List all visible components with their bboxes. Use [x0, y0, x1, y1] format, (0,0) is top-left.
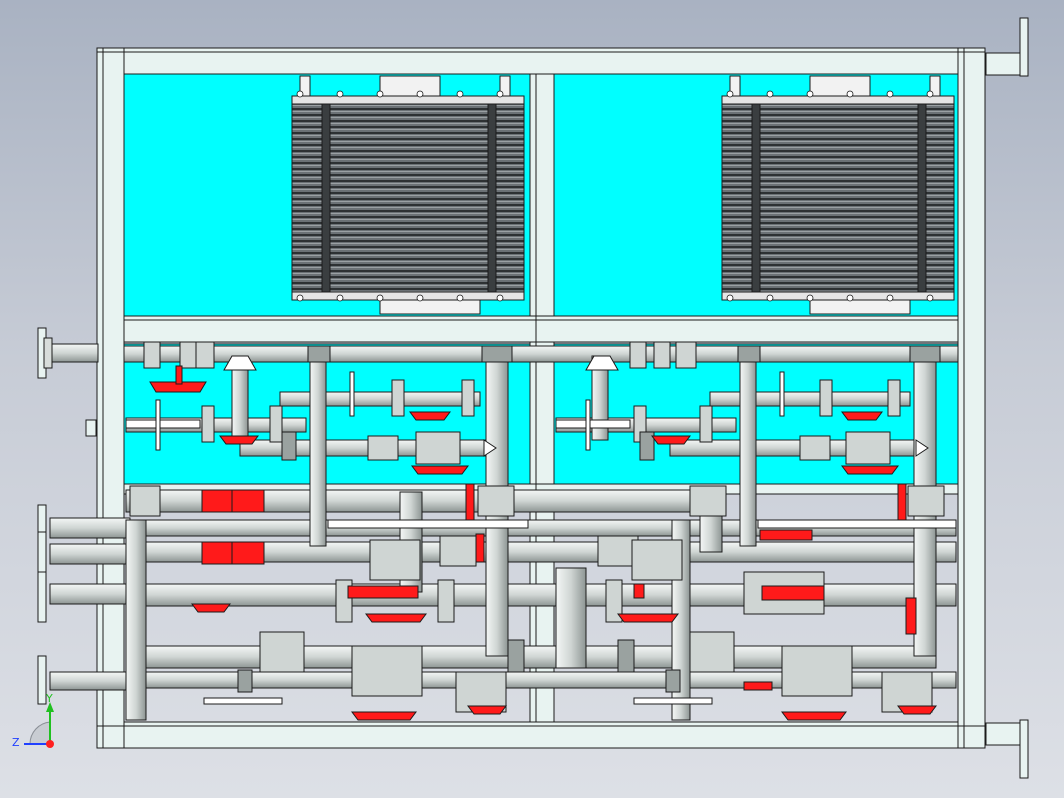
right-mount-brackets	[985, 17, 1029, 779]
orientation-triad	[24, 702, 54, 748]
triad-y-label: Y	[46, 692, 53, 705]
main-frame	[96, 47, 986, 749]
stack-right	[721, 75, 955, 315]
valve-handles[interactable]	[149, 365, 937, 721]
triad-z-label: Z	[12, 736, 20, 749]
union-nuts	[237, 345, 941, 693]
flanges	[129, 341, 945, 713]
stack-left	[291, 75, 525, 315]
valve-stems	[155, 371, 957, 529]
flow-arrows	[125, 355, 929, 705]
left-inlet-pipes	[37, 327, 131, 705]
stack-bolts	[296, 90, 934, 302]
